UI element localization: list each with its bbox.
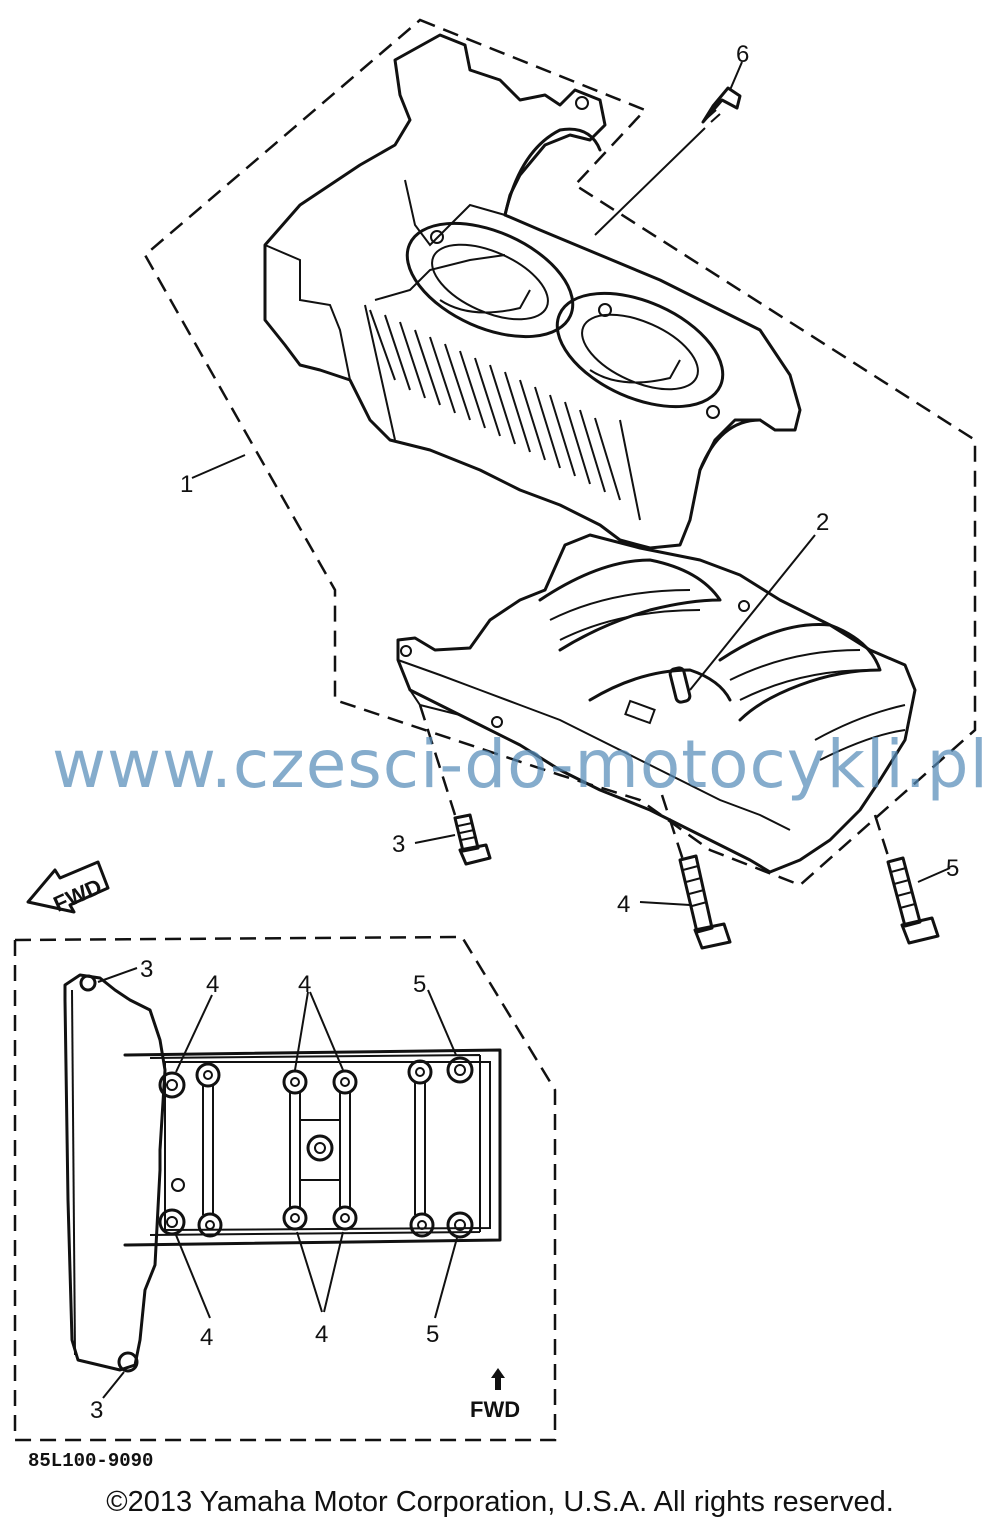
bolt-axis-part-3: [418, 704, 457, 816]
up-arrow-icon: [491, 1368, 505, 1390]
inset-fwd-label: FWD: [470, 1397, 520, 1422]
bolt-part-5: [886, 856, 940, 945]
callout-part-6: 6: [736, 41, 749, 68]
inset-callout-3-bottom: 3: [90, 1397, 103, 1424]
lower-crankcase: [396, 533, 917, 874]
leader-part-3: [414, 834, 456, 844]
inset-leader-3-top: [97, 967, 138, 983]
inset-leader-4-bottom-left: [175, 1234, 211, 1319]
inset-leader-3-bottom: [102, 1371, 125, 1399]
inset-leader-4-top-mid: [294, 991, 344, 1071]
inset-leader-4-bottom-mid: [296, 1231, 344, 1313]
callout-part-1: 1: [180, 471, 193, 498]
callout-part-2: 2: [816, 509, 829, 536]
callout-part-3: 3: [392, 831, 405, 858]
callout-part-4: 4: [617, 891, 630, 918]
inset-callout-4-bottom-mid: 4: [315, 1321, 328, 1348]
inset-leader-5-bottom: [434, 1237, 458, 1319]
inset-callout-4-top-left: 4: [206, 971, 219, 998]
callout-part-5: 5: [946, 855, 959, 882]
upper-crankcase: [263, 33, 802, 550]
inset-bottom-view: [63, 973, 502, 1373]
fwd-arrow-label: FWD: [50, 874, 106, 917]
leader-part-1: [191, 454, 246, 479]
bleed-screw-part-6: [701, 86, 742, 124]
leader-part-6: [594, 61, 743, 236]
inset-callout-5-top: 5: [413, 971, 426, 998]
bolt-axis-part-5: [873, 814, 892, 863]
leader-part-4: [639, 901, 691, 906]
inset-callout-4-top-mid: 4: [298, 971, 311, 998]
inset-frame: [13, 935, 557, 1442]
diagram-code: 85L100-9090: [28, 1450, 154, 1472]
bolt-part-3: [453, 813, 492, 866]
leader-part-5: [917, 867, 951, 883]
inset-callout-3-top: 3: [140, 956, 153, 983]
copyright-notice: ©2013 Yamaha Motor Corporation, U.S.A. A…: [106, 1486, 894, 1518]
bolt-part-4: [678, 854, 732, 950]
watermark-url: www.czesci-do-motocykli.pl: [52, 726, 989, 803]
leader-part-2: [689, 534, 816, 691]
bolt-axis-part-4: [660, 794, 685, 861]
inset-bolt-heads: [79, 974, 474, 1373]
inset-callout-4-bottom-left: 4: [200, 1324, 213, 1351]
inset-leader-5-top: [427, 989, 457, 1056]
fwd-arrow-icon: FWD: [26, 860, 110, 917]
inset-leader-4-top-left: [175, 994, 213, 1073]
assembly-outline-part-1: [143, 18, 977, 887]
inset-callout-5-bottom: 5: [426, 1321, 439, 1348]
